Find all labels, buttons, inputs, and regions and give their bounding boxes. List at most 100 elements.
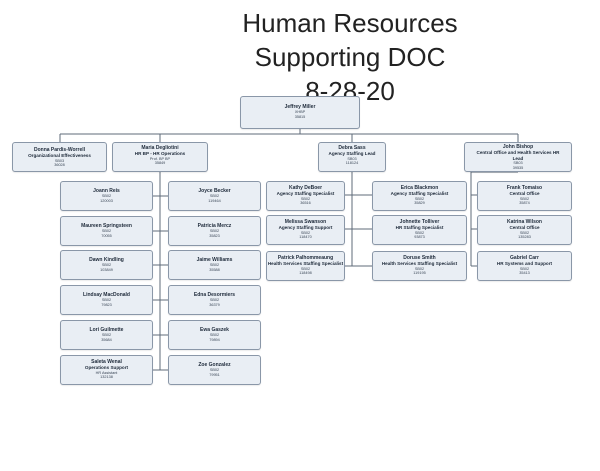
node-title: Central Office <box>509 191 540 197</box>
org-node-manager: John Bishop Central Office and Health Se… <box>464 142 572 172</box>
org-node: Zoe Gonzalez SB02 79951 <box>168 355 261 385</box>
org-node: Ewa Gaszek SB02 79894 <box>168 320 261 350</box>
node-name: Patricia Mercz <box>197 223 232 229</box>
node-meta-1: SB02 <box>101 263 112 268</box>
org-node: Katrina Wilson Central Office SB02 13528… <box>477 215 572 245</box>
node-meta-1: SB02 <box>209 368 220 373</box>
node-meta-1: SB03 <box>347 156 357 161</box>
org-node: Maureen Springsteen SB02 70055 <box>60 216 153 246</box>
node-name: Melissa Swanson <box>284 219 327 225</box>
node-meta-2: 70055 <box>101 233 112 238</box>
node-meta-2: 35588 <box>209 267 220 272</box>
node-name: Joann Reis <box>93 188 120 194</box>
node-name: Donna Pardis-Worrell <box>33 147 86 153</box>
node-name: Kathy DeBoer <box>288 185 323 191</box>
node-meta-1: SB02 <box>519 196 530 201</box>
node-name: Katrina Wilson <box>507 219 542 225</box>
node-meta-2: 118124 <box>345 161 359 166</box>
org-node: Jaime Williams SB02 35588 <box>168 250 261 280</box>
node-meta-1: SB02 <box>300 196 311 201</box>
node-name: Ewa Gaszek <box>200 327 229 333</box>
node-title: HR Systems and Support <box>496 261 553 267</box>
node-title: Operations Support <box>84 365 129 371</box>
node-meta-2: 93873 <box>414 235 425 240</box>
node-title: HR BP - HR Operations <box>134 151 186 157</box>
node-title: Health Services Staffing Specialist <box>267 261 344 267</box>
node-meta-1: SB02 <box>101 194 112 199</box>
node-title: Organizational Effectiveness <box>28 153 91 159</box>
node-meta-2: 36516 <box>300 201 311 206</box>
node-name: Jeffrey Miller <box>284 104 316 110</box>
node-meta-2: 35849 <box>154 161 166 166</box>
node-meta-1: SB02 <box>209 194 220 199</box>
node-name: Erica Blackmon <box>400 185 439 191</box>
node-name: Patrick Palhommeaung <box>277 255 334 261</box>
node-meta-2: 35815 <box>294 114 306 119</box>
org-node-manager: Maria Degliotini HR BP - HR Operations P… <box>112 142 208 172</box>
node-meta-1: SB02 <box>414 230 425 235</box>
node-meta-1: SB02 <box>101 229 112 234</box>
node-name: Doruse Smith <box>403 255 436 261</box>
node-title: Health Services Staffing Specialist <box>381 261 458 267</box>
node-meta-2: 132138 <box>100 375 113 380</box>
node-title: Central Office and Health Services HR Le… <box>476 150 560 161</box>
node-name: Lori Guilmette <box>89 327 124 333</box>
node-meta-1: SB02 <box>519 230 530 235</box>
node-name: Joyce Becker <box>198 188 231 194</box>
node-name: Lindsay MacDonald <box>83 292 130 298</box>
node-title: Agency Staffing Support <box>278 225 333 231</box>
node-meta-2: 35829 <box>414 201 425 206</box>
org-node: Johnette Tolliver HR Staffing Specialist… <box>372 215 467 245</box>
node-meta-2: 35684 <box>101 337 112 342</box>
node-name: Edna Desormiers <box>193 292 236 298</box>
node-name: Maureen Springsteen <box>81 223 132 229</box>
node-meta-1: SB02 <box>414 266 425 271</box>
node-title: Central Office <box>509 225 540 231</box>
node-name: Maria Degliotini <box>141 145 179 151</box>
node-name: Zoe Gonzalez <box>198 362 231 368</box>
node-meta-1: SB02 <box>209 298 220 303</box>
org-node: Dawn Kindling SB02 103849 <box>60 250 153 280</box>
node-meta-2: 35823 <box>209 233 220 238</box>
node-meta-2: 35413 <box>519 271 530 276</box>
org-node: Doruse Smith Health Services Staffing Sp… <box>372 251 467 281</box>
org-node-manager: Donna Pardis-Worrell Organizational Effe… <box>12 142 107 172</box>
node-name: Debra Sass <box>338 145 366 151</box>
org-node: Gabriel Carr HR Systems and Support SB02… <box>477 251 572 281</box>
chart-title: Human Resources Supporting DOC 8-28-20 <box>200 6 500 108</box>
node-meta-2: 135283 <box>518 235 531 240</box>
node-meta-1: SB02 <box>300 230 311 235</box>
org-node: Joann Reis SB02 120003 <box>60 181 153 211</box>
node-title: Agency Staffing Specialist <box>276 191 335 197</box>
node-meta-1: SB03 <box>513 161 523 166</box>
node-title: Agency Staffing Specialist <box>390 191 449 197</box>
node-meta-1: SB02 <box>519 266 530 271</box>
org-node-top: Jeffrey Miller XHBP 35815 <box>240 96 360 129</box>
org-node: Frank Tomaiso Central Office SB02 35874 <box>477 181 572 211</box>
node-meta-1: SB02 <box>414 196 425 201</box>
org-node: Lori Guilmette SB02 35684 <box>60 320 153 350</box>
org-node: Kathy DeBoer Agency Staffing Specialist … <box>266 181 345 211</box>
node-meta-1: Prof. BP BP <box>149 156 171 161</box>
org-node: Patrick Palhommeaung Health Services Sta… <box>266 251 345 281</box>
node-meta-2: 118498 <box>299 271 312 276</box>
node-meta-1: SB02 <box>300 266 311 271</box>
node-meta-2: 120003 <box>100 198 113 203</box>
org-node: Saleta Wenal Operations Support HR Assis… <box>60 355 153 385</box>
org-node: Erica Blackmon Agency Staffing Specialis… <box>372 181 467 211</box>
org-node: Lindsay MacDonald SB02 79823 <box>60 285 153 315</box>
node-meta-2: 36028 <box>54 163 65 168</box>
title-line-2: Supporting DOC <box>254 42 446 72</box>
node-meta-1: SB02 <box>101 298 112 303</box>
node-title: Agency Staffing Lead <box>328 151 376 157</box>
node-meta-2: 79951 <box>209 372 220 377</box>
node-name: Saleta Wenal <box>91 359 122 365</box>
org-node: Edna Desormiers SB02 36379 <box>168 285 261 315</box>
org-node: Melissa Swanson Agency Staffing Support … <box>266 215 345 245</box>
node-meta-2: 79894 <box>209 337 220 342</box>
node-meta-1: SB02 <box>209 229 220 234</box>
node-name: Johnette Tolliver <box>399 219 440 225</box>
node-name: John Bishop <box>502 144 534 150</box>
node-meta-2: 79823 <box>101 302 112 307</box>
